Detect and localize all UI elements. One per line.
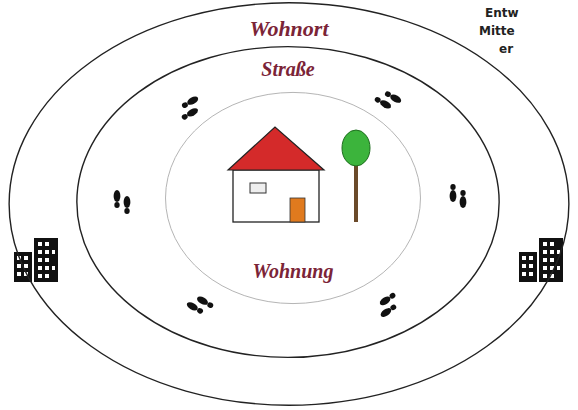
ring-label: Wohnort <box>246 16 331 41</box>
ring-ellipse: WohnortStraßeWohnung <box>8 2 570 406</box>
ring-title: Wohnung <box>165 260 421 283</box>
ring-label: Wohnung <box>250 260 337 282</box>
ring-ellipse: Wohnung <box>165 92 421 304</box>
side-note: Entw <box>484 6 520 20</box>
ring-label: Straße <box>258 58 317 80</box>
house-icon <box>228 127 324 222</box>
ring-ellipse: StraßeWohnung <box>76 46 500 358</box>
ring-title: Straße <box>76 58 500 81</box>
tree-icon <box>342 130 370 222</box>
footprints <box>114 87 467 319</box>
side-note: Mitte <box>478 24 516 38</box>
city-buildings <box>14 238 563 282</box>
side-note: er <box>498 42 514 56</box>
